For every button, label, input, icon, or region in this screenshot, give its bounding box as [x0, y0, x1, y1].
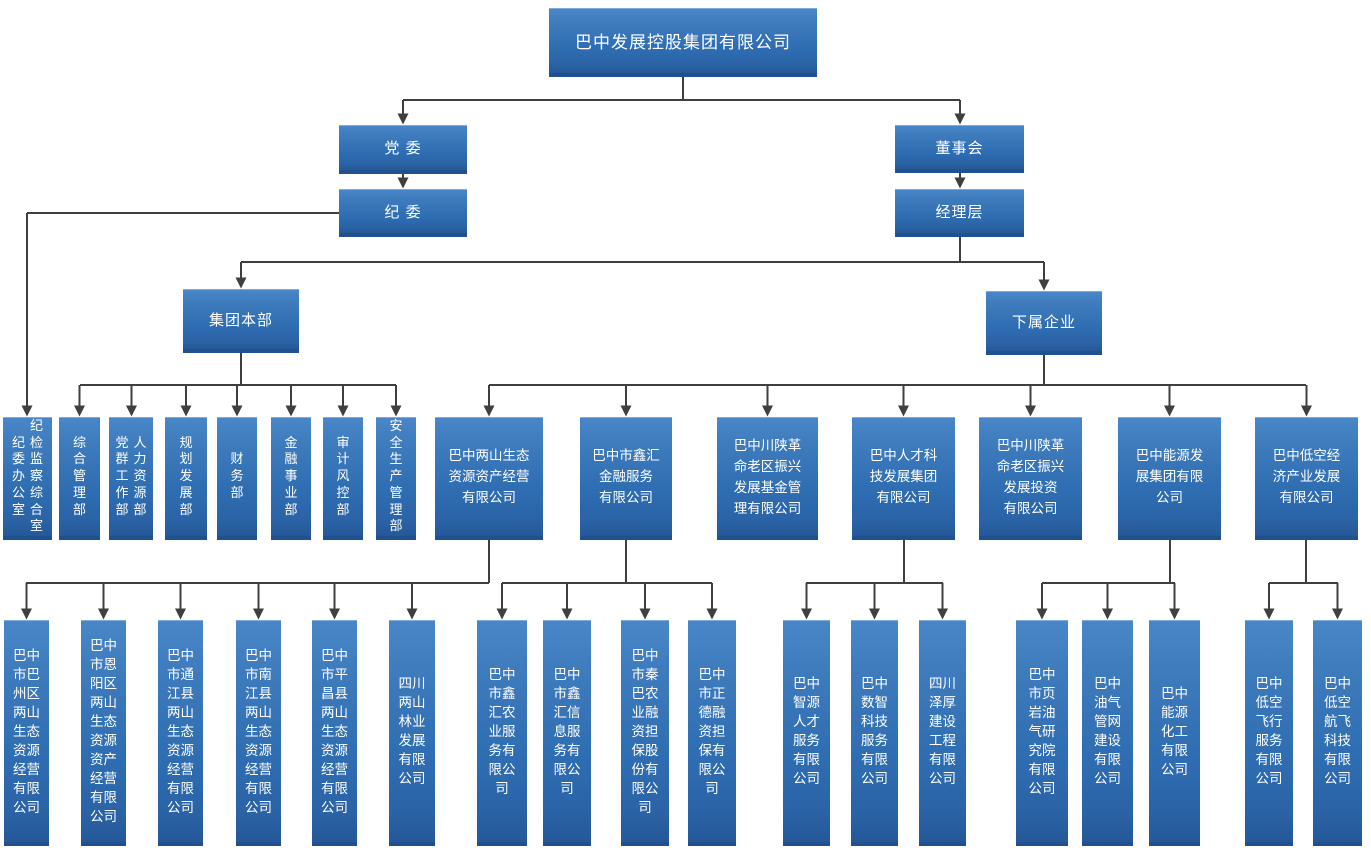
- sub-liangshan-eco-resources: 巴中两山生态 资源资产经营 有限公司: [435, 417, 543, 540]
- sub-xinhui-financial-services: 巴中市鑫汇 金融服务 有限公司: [580, 417, 672, 540]
- gc-shuzhi-technology-services: 巴中 数智 科技 服务 有限 公司: [851, 620, 898, 846]
- gc-sichuan-liangshan-forestry: 四川 两山 林业 发展 有限 公司: [389, 620, 435, 846]
- node-board-of-directors: 董事会: [895, 125, 1024, 173]
- sub-talent-technology-group: 巴中人才科 技发展集团 有限公司: [852, 417, 955, 540]
- gc-zhengde-financing-guarantee: 巴中 市正 德融 资担 保有 限公 司: [688, 620, 736, 846]
- gc-pingchang-liangshan: 巴中 市平 昌县 两山 生态 资源 经营 有限 公司: [312, 620, 357, 846]
- dept-audit-risk-control: 审 计 风 控 部: [323, 417, 363, 540]
- node-discipline-committee: 纪 委: [339, 189, 467, 237]
- sub-revitalization-fund-management: 巴中川陕革 命老区振兴 发展基金管 理有限公司: [717, 417, 818, 540]
- dept-col-human-resources: 人 力 资 源 部: [133, 434, 147, 517]
- dept-col-inspection-room: 纪 检 监 察 综 合 室: [30, 417, 44, 534]
- sub-energy-development-group: 巴中能源发 展集团有限 公司: [1118, 417, 1221, 540]
- dept-discipline-inspection-office: 纪 委 办 公 室 纪 检 监 察 综 合 室: [3, 417, 52, 540]
- sub-revitalization-investment: 巴中川陕革 命老区振兴 发展投资 有限公司: [979, 417, 1082, 540]
- gc-xinhui-information-services: 巴中 市鑫 汇信 息服 务有 限公 司: [543, 620, 591, 846]
- gc-enyang-liangshan: 巴中 市恩 阳区 两山 生态 资源 资产 经营 有限 公司: [81, 620, 126, 846]
- gc-bazhou-liangshan: 巴中 市巴 州区 两山 生态 资源 经营 有限 公司: [4, 620, 49, 846]
- dept-finance: 财 务 部: [217, 417, 257, 540]
- gc-low-altitude-flight-services: 巴中 低空 飞行 服务 有限 公司: [1245, 620, 1293, 846]
- gc-nanjiang-liangshan: 巴中 市南 江县 两山 生态 资源 经营 有限 公司: [236, 620, 281, 846]
- node-subordinate-enterprises: 下属企业: [986, 291, 1102, 355]
- node-party-committee: 党 委: [339, 125, 467, 174]
- node-group-headquarters: 集团本部: [183, 289, 299, 353]
- gc-low-altitude-aviation-tech: 巴中 低空 航飞 科技 有限 公司: [1313, 620, 1362, 846]
- gc-zehou-construction: 四川 泽厚 建设 工程 有限 公司: [919, 620, 966, 846]
- dept-party-hr: 党 群 工 作 部 人 力 资 源 部: [109, 417, 153, 540]
- dept-safety-production: 安 全 生 产 管 理 部: [376, 417, 416, 540]
- gc-zhiyuan-talent-services: 巴中 智源 人才 服务 有限 公司: [783, 620, 830, 846]
- gc-oil-gas-pipeline-construction: 巴中 油气 管网 建设 有限 公司: [1082, 620, 1133, 846]
- gc-tongjiang-liangshan: 巴中 市通 江县 两山 生态 资源 经营 有限 公司: [158, 620, 203, 846]
- dept-planning-development: 规 划 发 展 部: [165, 417, 207, 540]
- gc-shale-oil-gas-institute: 巴中 市页 岩油 气研 究院 有限 公司: [1016, 620, 1068, 846]
- node-root-company: 巴中发展控股集团有限公司: [549, 8, 817, 77]
- gc-xinhui-agriculture-services: 巴中 市鑫 汇农 业服 务有 限公 司: [477, 620, 527, 846]
- sub-low-altitude-economy: 巴中低空经 济产业发展 有限公司: [1255, 417, 1358, 540]
- gc-energy-chemical: 巴中 能源 化工 有限 公司: [1149, 620, 1200, 846]
- dept-col-jiwei-office: 纪 委 办 公 室: [11, 434, 25, 517]
- dept-general-management: 综 合 管 理 部: [59, 417, 100, 540]
- gc-qinba-agriculture-guarantee: 巴中 市秦 巴农 业融 资担 保股 份有 限公 司: [621, 620, 669, 846]
- dept-col-party-work: 党 群 工 作 部: [115, 434, 129, 517]
- dept-financial-business: 金 融 事 业 部: [271, 417, 311, 540]
- node-management-level: 经理层: [895, 189, 1024, 237]
